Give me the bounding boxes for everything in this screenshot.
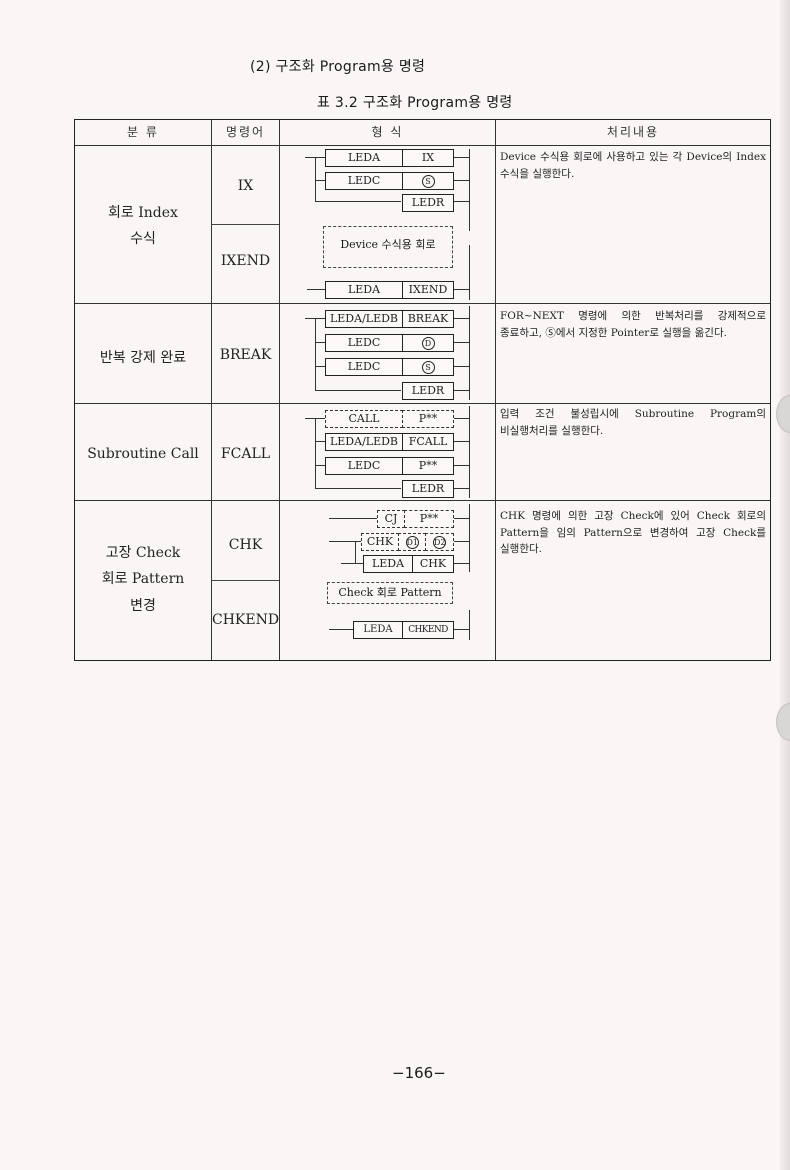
- punch-hole: [776, 395, 790, 433]
- row4-category-line3: 변경: [130, 598, 156, 614]
- row2-box-leda-ledb: LEDA/LEDB: [325, 310, 403, 328]
- row4-box-chkend: CHKEND: [402, 621, 454, 639]
- row4-box-d1: D1: [398, 533, 426, 551]
- section-title: (2) 구조화 Program용 명령: [250, 59, 426, 75]
- row1-instruction-ix: IX: [237, 178, 254, 194]
- row2-box-s: S: [402, 358, 454, 376]
- circled-d1-icon: D1: [405, 535, 419, 549]
- row4-dashed-check-pattern: Check 회로 Pattern: [327, 582, 453, 604]
- row4-description: CHK 명령에 의한 고장 Check에 있어 Check 회로의 Patter…: [500, 510, 766, 555]
- row2-box-d: D: [402, 334, 454, 352]
- row3-box-call: CALL: [325, 410, 403, 428]
- row1-box-leda: LEDA: [325, 149, 403, 167]
- row2-box-ledc-2: LEDC: [325, 358, 403, 376]
- header-category: 분 류: [127, 125, 159, 139]
- row4-category-line2: 회로 Pattern: [101, 571, 185, 587]
- row1-dashed-device-circuit: Device 수식용 회로: [323, 226, 453, 268]
- row2-box-break: BREAK: [402, 310, 454, 328]
- header-content: 처리내용: [606, 125, 660, 139]
- row1-box-ledc: LEDC: [325, 172, 403, 190]
- row3-category: Subroutine Call: [87, 446, 199, 462]
- row1-box-ix: IX: [402, 149, 454, 167]
- row4-category-line1: 고장 Check: [105, 545, 181, 561]
- row2-box-ledr: LEDR: [402, 382, 454, 400]
- row3-box-ledr: LEDR: [402, 480, 454, 498]
- circled-s-icon: S: [421, 360, 435, 374]
- row1-box-s: S: [402, 172, 454, 190]
- row1-box-ledr: LEDR: [402, 194, 454, 212]
- page-number: −166−: [392, 1064, 446, 1082]
- page-edge: [780, 0, 790, 1170]
- row1-instruction-ixend: IXEND: [220, 253, 271, 269]
- row2-instruction-break: BREAK: [219, 347, 272, 363]
- row4-box-chk-2: CHK: [412, 555, 454, 573]
- circled-s-icon: S: [421, 174, 435, 188]
- row2-box-ledc: LEDC: [325, 334, 403, 352]
- table-caption: 표 3.2 구조화 Program용 명령: [317, 95, 513, 111]
- row3-box-p: P**: [402, 410, 454, 428]
- row3-box-p-2: P**: [402, 457, 454, 475]
- row2-description: FOR~NEXT 명령에 의한 반복처리를 강제적으로 종료하고, Ⓢ에서 지정…: [500, 310, 766, 339]
- header-instruction: 명령어: [225, 125, 266, 139]
- row3-description: 입력 조건 불성립시에 Subroutine Program의 비실행처리를 실…: [500, 408, 766, 437]
- row3-box-leda-ledb: LEDA/LEDB: [325, 433, 403, 451]
- row1-description: Device 수식용 회로에 사용하고 있는 각 Device의 Index 수…: [500, 151, 766, 180]
- row4-box-leda-2: LEDA: [353, 621, 403, 639]
- row4-box-chk: CHK: [361, 533, 399, 551]
- row4-box-d2: D2: [425, 533, 454, 551]
- row3-box-fcall: FCALL: [402, 433, 454, 451]
- row2-category: 반복 강제 완료: [99, 350, 187, 366]
- row1-category-line2: 수식: [130, 231, 156, 247]
- header-format: 형 식: [371, 125, 404, 139]
- row1-box-leda-2: LEDA: [325, 281, 403, 299]
- circled-d-icon: D: [421, 336, 435, 350]
- row3-instruction-fcall: FCALL: [220, 446, 271, 462]
- row4-box-cj: CJ: [377, 510, 405, 528]
- circled-d2-icon: D2: [433, 535, 446, 549]
- row4-box-p: P**: [404, 510, 454, 528]
- row1-category-line1: 회로 Index: [108, 205, 178, 221]
- row4-instruction-chk: CHK: [228, 537, 263, 553]
- punch-hole: [776, 703, 790, 741]
- row3-box-ledc: LEDC: [325, 457, 403, 475]
- row4-box-leda: LEDA: [363, 555, 413, 573]
- row4-instruction-chkend: CHKEND: [212, 612, 280, 628]
- instruction-table: 분 류 명령어 형 식 처리내용 회로 Index 수식 IX IXEND LE…: [74, 119, 771, 661]
- row1-box-ixend: IXEND: [402, 281, 454, 299]
